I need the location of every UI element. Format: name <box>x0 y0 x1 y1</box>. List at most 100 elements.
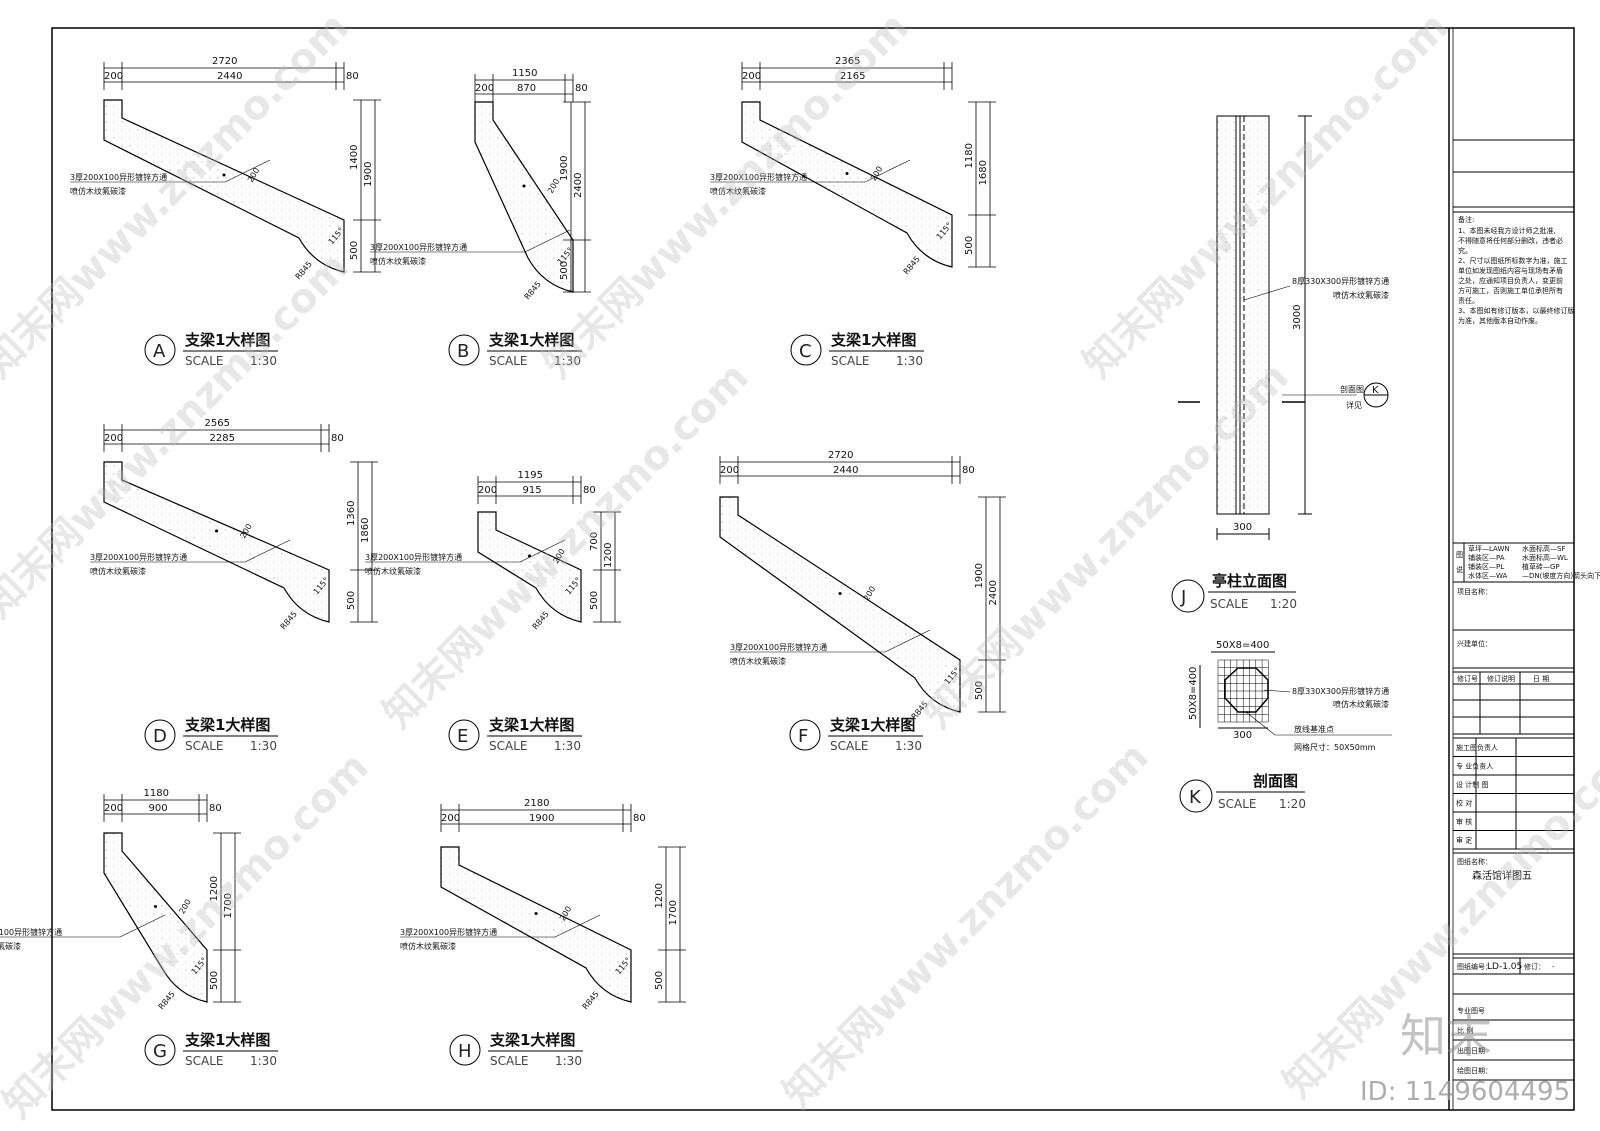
revision-label: 修订： <box>1524 962 1545 971</box>
note-line: 为准，其他版本自动作废。 <box>1458 316 1542 325</box>
dim-part-a: 200 <box>104 433 123 444</box>
vdim-total-label: 1200 <box>603 543 614 568</box>
leader-line <box>519 539 566 563</box>
vdim-total-label: 1860 <box>360 518 371 543</box>
dim-part-a: 200 <box>441 813 460 824</box>
revision-value: - <box>1552 963 1555 971</box>
watermark-brand: 知末 <box>1400 1009 1492 1063</box>
bracket-beam <box>440 846 632 1003</box>
dim-part-b: 2440 <box>833 465 858 476</box>
detail-bubble <box>144 334 176 366</box>
column-scale-word: SCALE <box>1210 597 1248 611</box>
dim-part-b: 2440 <box>217 71 242 82</box>
section-side-dim: 50X8=400 <box>1188 667 1199 720</box>
section-note-3: 放线基准点 <box>1294 724 1334 734</box>
scale-word: SCALE <box>489 354 527 368</box>
bracket-beam <box>474 101 574 293</box>
column-height-dim: 3000 <box>1292 305 1303 330</box>
leader-line <box>119 914 166 938</box>
detail-id-K: K <box>1189 787 1202 808</box>
detail-bubble <box>448 719 480 751</box>
beam-centerpoint <box>215 529 218 533</box>
project-name-label: 项目名称： <box>1457 587 1492 596</box>
detail-id: B <box>457 341 469 362</box>
detail-title: 支梁1大样图 <box>184 331 270 349</box>
detail-title: 支梁1大样图 <box>184 1031 270 1049</box>
detail-title: 支梁1大样图 <box>830 331 916 349</box>
material-note-2: 喷仿木纹氟碳漆 <box>0 941 21 951</box>
detail-id: A <box>153 341 166 362</box>
section-width-dim: 300 <box>1233 730 1252 741</box>
scale-value: 1:30 <box>554 739 581 753</box>
material-note-2: 喷仿木纹氟碳漆 <box>370 256 426 266</box>
note-line: 之处，应通知项目负责人，变更前 <box>1458 276 1563 285</box>
column-section: 50X8=400 50X8=400 300 8厚330X300异形镀锌方通 喷仿… <box>1179 640 1392 813</box>
rev-header-desc: 修订说明 <box>1487 674 1515 683</box>
detail-bubble <box>789 719 821 751</box>
material-note-1: 3厚200X100异形镀锌方通 <box>90 552 187 562</box>
vdim-part-1: 1900 <box>559 156 570 181</box>
dim-part-c: 80 <box>962 465 975 476</box>
scale-word: SCALE <box>185 739 223 753</box>
column-title: 亭柱立面图 <box>1212 572 1287 590</box>
signer-label: 设 计制 图 <box>1456 780 1488 789</box>
section-scale-word: SCALE <box>1218 797 1256 811</box>
material-note-2: 喷仿木纹氟碳漆 <box>90 566 146 576</box>
section-title: 剖面图 <box>1253 772 1298 790</box>
scale-value: 1:30 <box>555 1054 582 1068</box>
bracket-beam <box>103 461 330 623</box>
note-line: 不得随意将任何部分删改，违者必 <box>1458 236 1563 245</box>
dim-part-b: 1900 <box>529 813 554 824</box>
vdim-part-1: 1200 <box>209 876 220 901</box>
legend-item: 铺装区—PA <box>1468 553 1505 562</box>
dim-part-b: 870 <box>517 83 536 94</box>
vdim-part-2: 500 <box>346 591 357 610</box>
extra-row-3: 出图日期 <box>1457 1046 1485 1055</box>
client-label: 兴建单位： <box>1457 639 1492 648</box>
dim-total: 1195 <box>518 470 543 481</box>
radius-label: R845 <box>581 990 601 1012</box>
detail-id-J: J <box>1180 587 1186 608</box>
signer-label: 审 定 <box>1456 836 1472 845</box>
column-note-2: 喷仿木纹氟碳漆 <box>1333 290 1389 300</box>
column-scale-val: 1:20 <box>1270 597 1297 611</box>
detail-title: 支梁1大样图 <box>184 716 270 734</box>
beam-centerpoint <box>534 912 538 915</box>
dim-total: 2720 <box>212 56 237 67</box>
dim-part-b: 2165 <box>840 71 865 82</box>
dim-part-a: 200 <box>475 83 494 94</box>
vdim-part-1: 1360 <box>346 501 357 526</box>
section-ref-id: K <box>1372 385 1379 396</box>
beam-centerpoint <box>522 184 526 188</box>
legend-item: —DN(坡度方向)箭头向下 <box>1522 571 1600 580</box>
watermark-site-6: 知末网www.znzmo.com <box>915 354 1298 737</box>
extra-row-1: 专业图号 <box>1457 1006 1485 1015</box>
detail-id: C <box>799 341 812 362</box>
leader-line <box>884 629 931 653</box>
scale-value: 1:30 <box>554 354 581 368</box>
bracket-beam <box>719 496 961 713</box>
leader-line <box>864 159 911 183</box>
legend-label-1: 图 <box>1456 551 1463 559</box>
leader-line <box>244 539 291 563</box>
plot-date-label: 绘图日期： <box>1457 1066 1492 1075</box>
drawing-name-label: 图纸名称： <box>1457 857 1492 866</box>
radius-label: R845 <box>902 255 922 277</box>
section-note-1: 8厚330X300异形镀锌方通 <box>1292 686 1389 696</box>
dim-part-c: 80 <box>633 813 646 824</box>
dim-total: 2180 <box>524 798 549 809</box>
vdim-total-label: 2400 <box>573 173 584 198</box>
notes-label: 备注: <box>1458 215 1474 224</box>
column-elevation: 3000 300 8厚330X300异形镀锌方通 喷仿木纹氟碳漆 剖面图 详见 … <box>1171 115 1389 613</box>
signer-label: 审 核 <box>1456 817 1472 826</box>
detail-title: 支梁1大样图 <box>488 716 574 734</box>
material-note-1: 3厚200X100异形镀锌方通 <box>710 172 807 182</box>
column-note-1: 8厚330X300异形镀锌方通 <box>1292 276 1389 286</box>
section-top-dim: 50X8=400 <box>1216 640 1269 651</box>
vdim-part-2: 500 <box>349 241 360 260</box>
note-line: 1、本图未经我方设计师之批准, <box>1458 226 1556 235</box>
